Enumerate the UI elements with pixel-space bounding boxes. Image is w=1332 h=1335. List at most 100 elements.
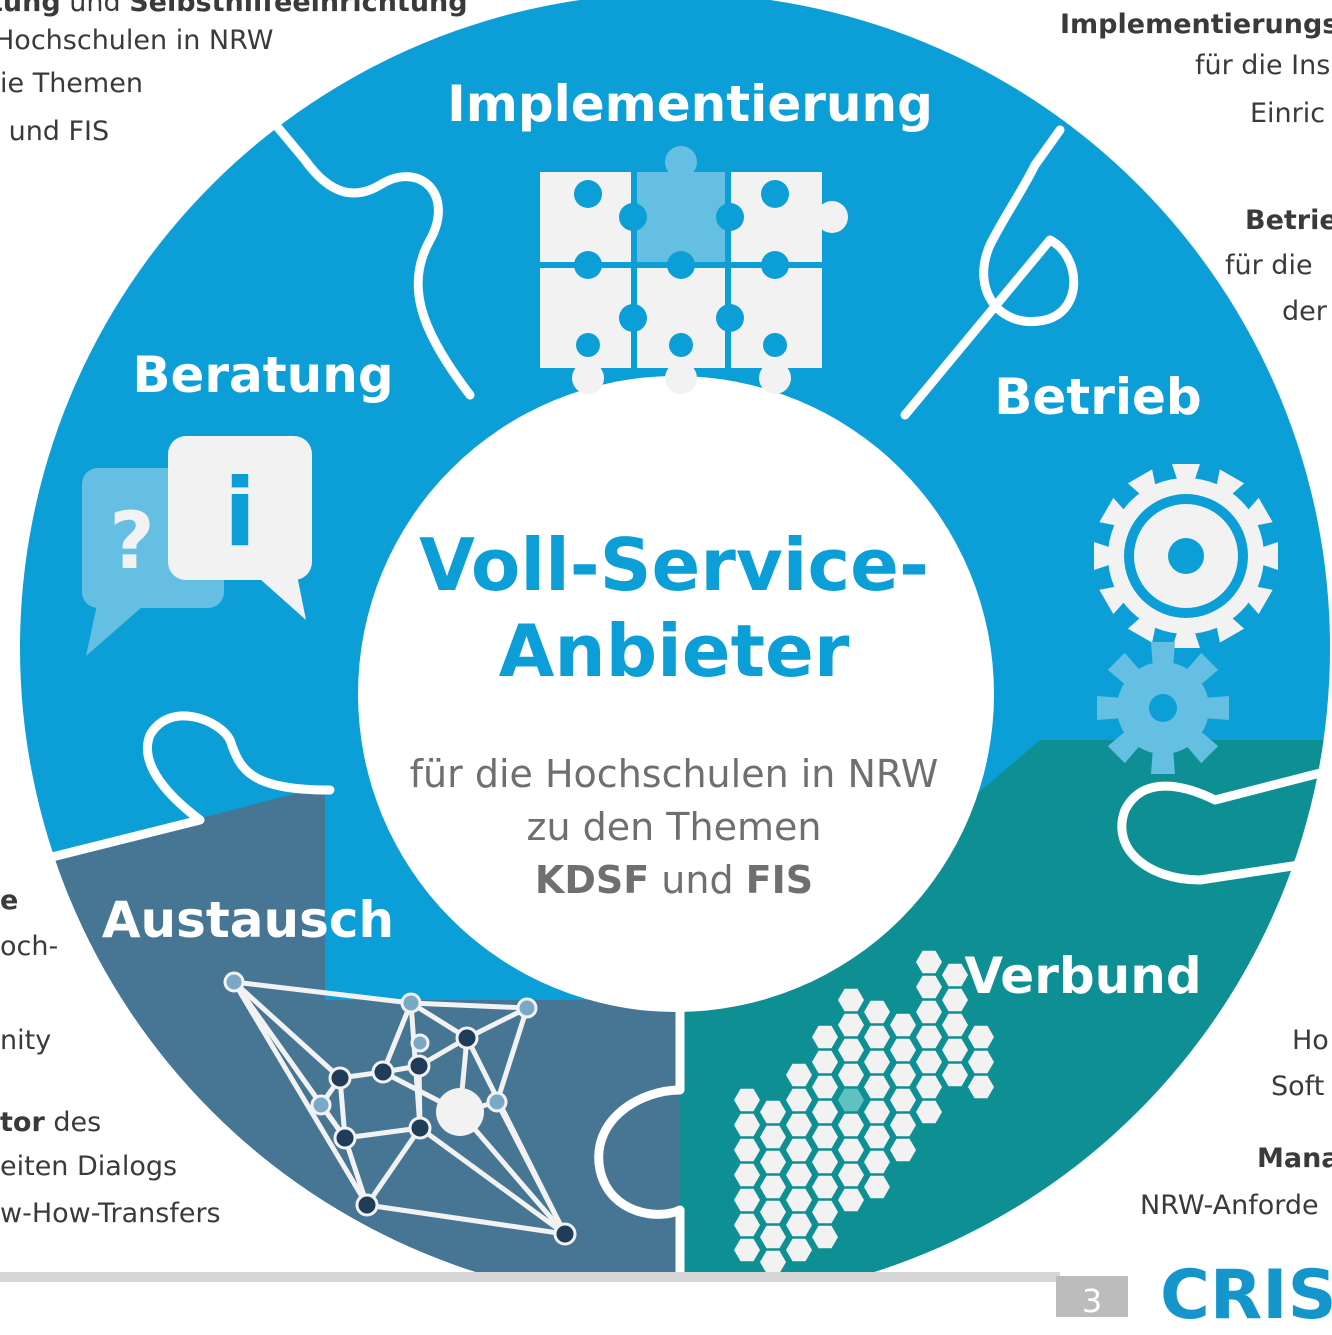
hexagon-cell <box>864 1100 890 1124</box>
hexagon-cell <box>916 1000 942 1024</box>
left-bottom-transfers: w-How-Transfers <box>0 1198 221 1229</box>
hexagon-cell <box>942 1063 968 1087</box>
hexagon-cell <box>942 1038 968 1062</box>
left-bottom-nity: nity <box>0 1025 52 1056</box>
hexagon-cell <box>786 1138 812 1162</box>
footer-bar <box>0 1272 1060 1282</box>
hexagon-cell <box>734 1238 760 1262</box>
center-disc <box>358 376 994 1012</box>
segment-title-verbund: Verbund <box>964 947 1201 1005</box>
hexagon-cell <box>734 1188 760 1212</box>
center-title-line2: Anbieter <box>499 609 850 693</box>
left-top-bold2: Selbsthilfeeinrichtung <box>129 0 468 18</box>
hexagon-cell <box>838 1013 864 1037</box>
hexagon-cell <box>734 1113 760 1137</box>
right-top-impl-line3: Einric <box>1250 98 1326 129</box>
hexagon-cell <box>734 1138 760 1162</box>
left-bottom-e-text: e <box>0 885 19 916</box>
left-bottom-e: e <box>0 882 18 919</box>
hexagon-cell <box>812 1225 838 1249</box>
hexagon-cell <box>812 1200 838 1224</box>
hexagon-cell <box>890 1013 916 1037</box>
hexagon-map-icon <box>734 950 994 1274</box>
left-top-text-line0: tung und Selbsthilfeeinrichtung <box>0 0 468 21</box>
hexagon-cell <box>786 1088 812 1112</box>
center-fis: FIS <box>746 858 813 902</box>
segment-verbund-shape <box>680 740 1330 1278</box>
hexagon-cell <box>760 1150 786 1174</box>
hexagon-cell <box>786 1063 812 1087</box>
puzzle-icon <box>540 146 848 394</box>
hexagon-cell <box>760 1175 786 1199</box>
left-top-bold1: tung <box>0 0 61 18</box>
left-top-text-line1: Hochschulen in NRW <box>0 25 274 56</box>
center-und: und <box>649 858 745 902</box>
segment-title-betrieb: Betrieb <box>994 368 1201 426</box>
gears-icon <box>1094 464 1278 774</box>
hexagon-cell <box>942 1013 968 1037</box>
puzzle-seams <box>35 95 1332 1278</box>
hexagon-cell <box>786 1188 812 1212</box>
network-icon <box>223 971 577 1246</box>
segment-title-beratung: Beratung <box>132 346 393 404</box>
hexagon-cell <box>968 1050 994 1074</box>
right-bottom-soft: Soft <box>1271 1071 1325 1102</box>
question-mark-glyph: ? <box>109 497 154 587</box>
hexagon-cell <box>916 1025 942 1049</box>
hexagon-cell <box>812 1075 838 1099</box>
hexagon-cell <box>838 1163 864 1187</box>
hexagon-cell <box>890 1088 916 1112</box>
hexagon-cell <box>864 1125 890 1149</box>
hexagon-cell <box>890 1138 916 1162</box>
hexagon-cell <box>864 1025 890 1049</box>
hexagon-cell <box>864 1150 890 1174</box>
hexagon-cell <box>916 975 942 999</box>
hexagon-cell <box>968 1075 994 1099</box>
right-bottom-mana: Mana <box>1257 1140 1332 1177</box>
hexagon-cell <box>812 1050 838 1074</box>
right-top-betrieb-line3: der <box>1282 296 1327 327</box>
hexagon-cell <box>734 1088 760 1112</box>
hexagon-cell <box>916 1050 942 1074</box>
hexagon-cell <box>890 1113 916 1137</box>
segment-title-implementierung: Implementierung <box>447 75 933 133</box>
center-subtitle-line3: KDSF und FIS <box>535 858 813 902</box>
right-bottom-ho: Ho <box>1292 1025 1329 1056</box>
hexagon-cell <box>838 1038 864 1062</box>
info-glyph: i <box>224 459 256 568</box>
hexagon-cell <box>890 1063 916 1087</box>
left-bottom-tor: tor des <box>0 1104 101 1141</box>
hexagon-cell <box>760 1200 786 1224</box>
hexagon-cell <box>760 1125 786 1149</box>
speech-bubbles-icon <box>82 436 312 656</box>
right-top-betrieb-line2: für die <box>1225 250 1322 281</box>
center-title-line1: Voll-Service- <box>419 523 929 607</box>
hexagon-cell <box>812 1125 838 1149</box>
hexagon-cell <box>812 1175 838 1199</box>
hexagon-cell <box>734 1213 760 1237</box>
right-top-impl-bold: Implementierungs <box>1060 6 1332 43</box>
right-top-impl-bold-text: Implementierungs <box>1060 9 1332 40</box>
hexagon-cell <box>916 1100 942 1124</box>
center-subtitle-line2: zu den Themen <box>527 805 822 849</box>
right-bottom-mana-bold: Mana <box>1257 1143 1332 1174</box>
hexagon-cell <box>760 1100 786 1124</box>
right-bottom-nrw: NRW-Anforde <box>1140 1190 1319 1221</box>
hexagon-cell <box>812 1100 838 1124</box>
left-bottom-tor-bold: tor <box>0 1107 45 1138</box>
left-bottom-och: och- <box>0 931 59 962</box>
left-top-mid: und <box>60 0 130 18</box>
hexagon-cell <box>838 988 864 1012</box>
hexagon-cell <box>760 1250 786 1274</box>
left-bottom-tor-rest: des <box>44 1107 102 1138</box>
hexagon-cell <box>864 1000 890 1024</box>
hexagon-cell <box>812 1150 838 1174</box>
hexagon-cell <box>916 1075 942 1099</box>
hexagon-cell <box>760 1225 786 1249</box>
hexagon-cell <box>812 1025 838 1049</box>
cris-logo: CRIS <box>1160 1256 1332 1335</box>
left-top-text-line2: ie Themen <box>0 68 143 99</box>
hexagon-cell <box>942 988 968 1012</box>
